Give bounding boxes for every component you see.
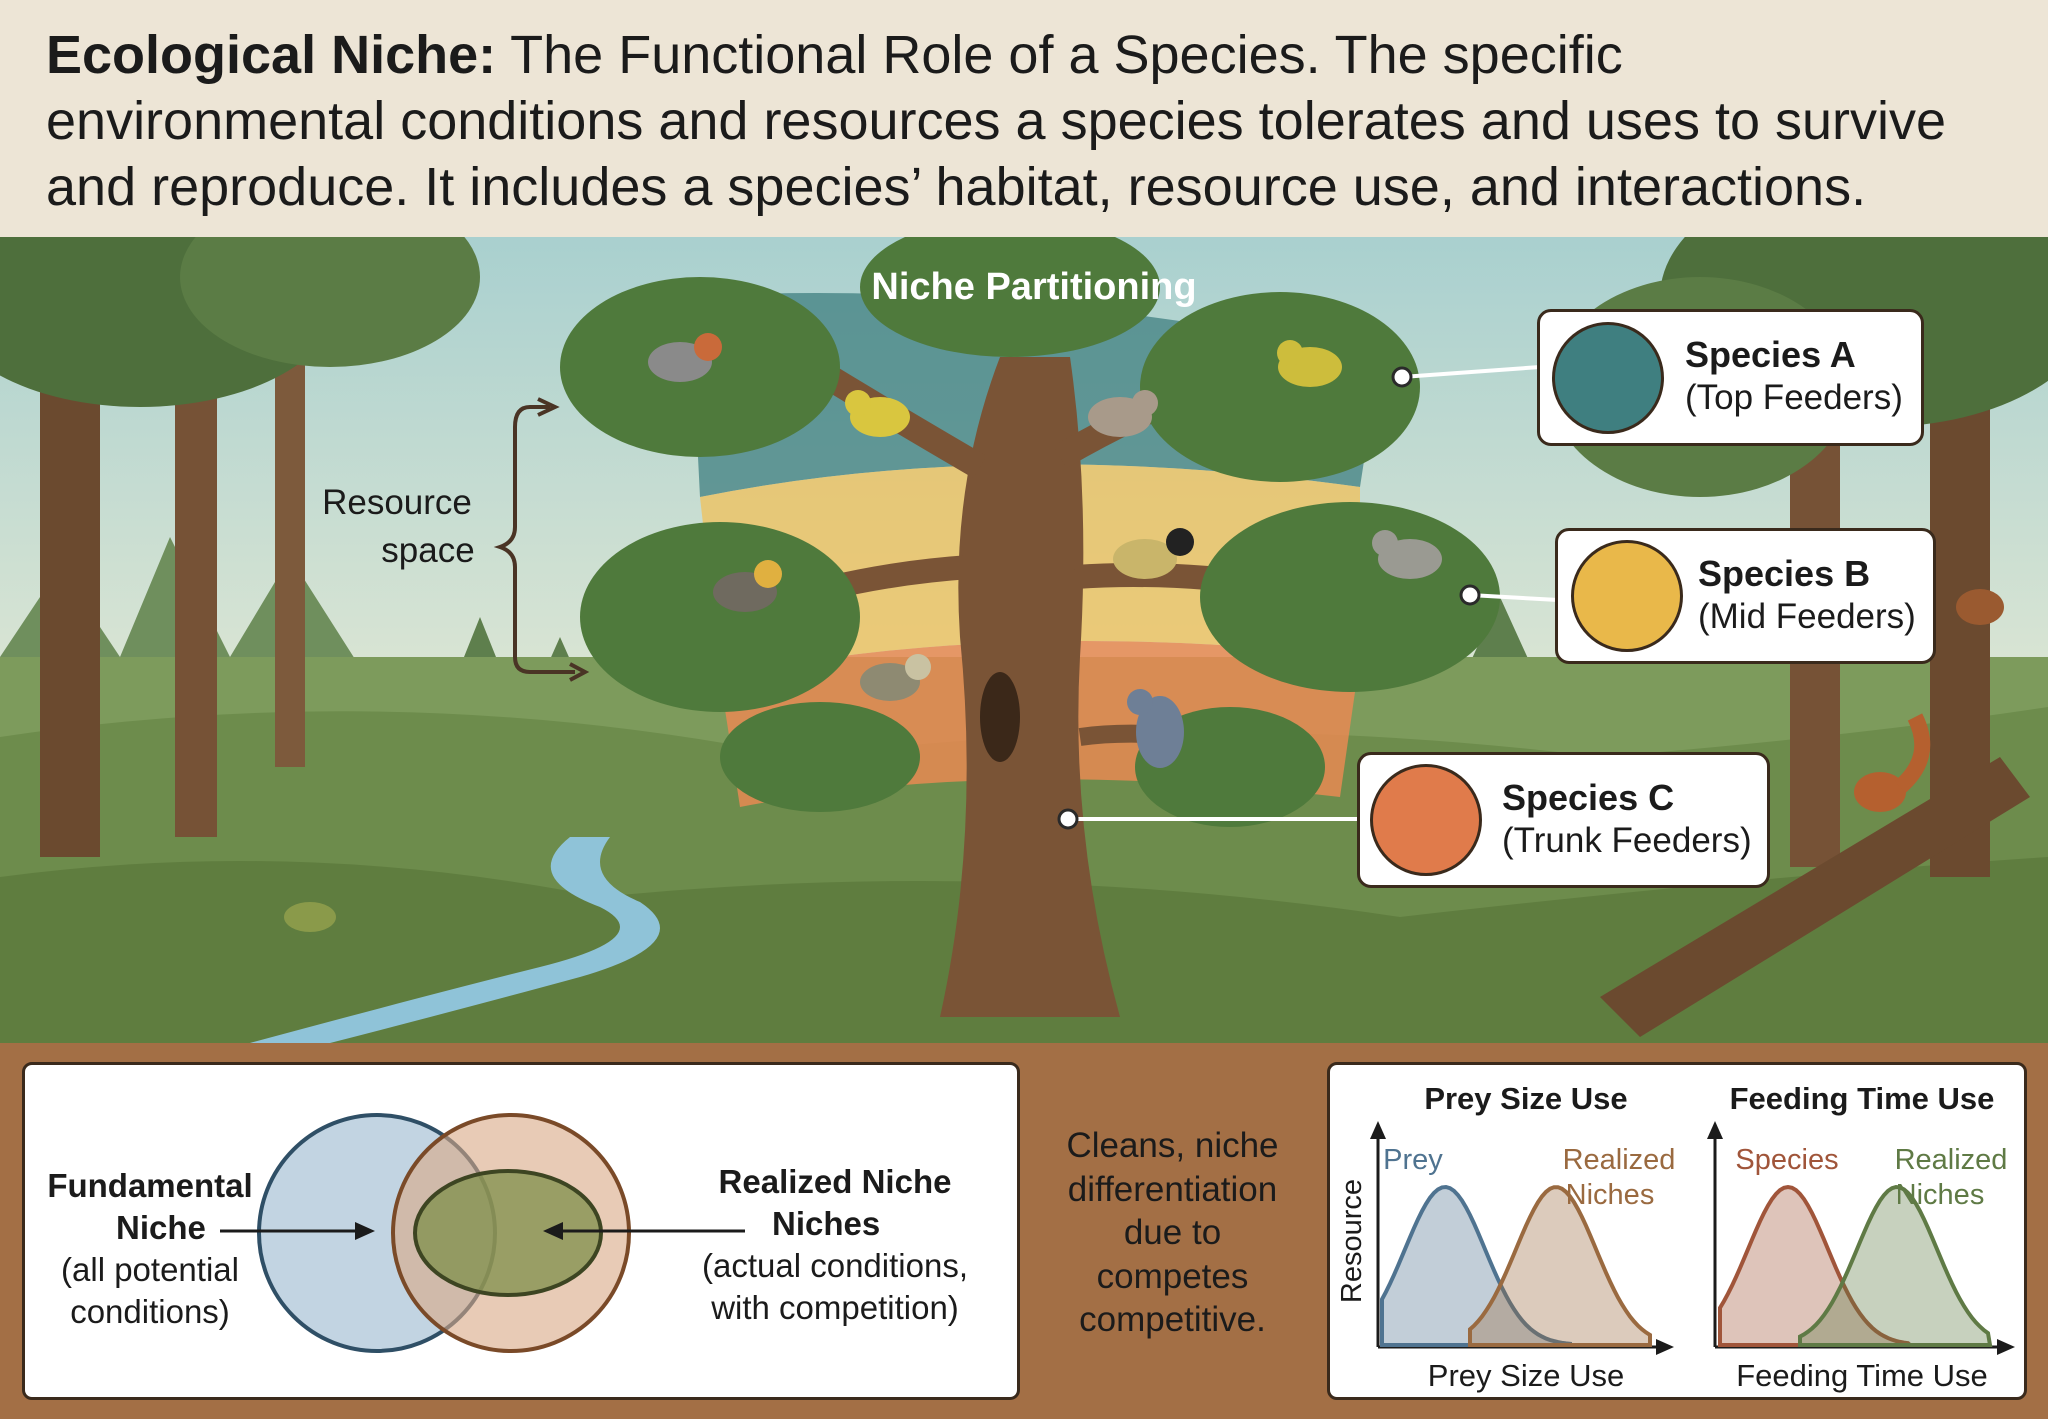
fallen-log bbox=[1600, 757, 2030, 1037]
realized-pointer-head bbox=[543, 1222, 563, 1240]
species-a-name: Species A bbox=[1685, 334, 1856, 375]
frog bbox=[284, 902, 336, 932]
niche-partitioning-title: Niche Partitioning bbox=[871, 266, 1196, 308]
resource-space-bracket bbox=[493, 405, 575, 674]
definition-line-3: and reproduce. It includes a species’ ha… bbox=[46, 157, 1867, 217]
resource-space-arrow-top bbox=[537, 397, 560, 417]
bird-top-3 bbox=[1088, 390, 1158, 437]
bird-low-2 bbox=[1127, 689, 1184, 768]
callout-species-b: Species B (Mid Feeders) bbox=[1555, 528, 1936, 664]
chart-2-title: Feeding Time Use bbox=[1730, 1081, 1995, 1116]
species-b-name: Species B bbox=[1698, 553, 1871, 594]
species-c-badge bbox=[1370, 764, 1482, 876]
species-a-role: (Top Feeders) bbox=[1685, 378, 1903, 417]
competition-note-line-1: Cleans, niche bbox=[1066, 1126, 1279, 1165]
bird-top-2 bbox=[845, 390, 910, 437]
fundamental-title-2: Niche bbox=[116, 1209, 206, 1246]
bird-top-1 bbox=[648, 333, 722, 382]
chart-1-legend-realized-2: Niches bbox=[1566, 1179, 1655, 1211]
competition-note-line-4: competes bbox=[1096, 1256, 1249, 1296]
realized-title-1: Realized Niche bbox=[718, 1163, 952, 1200]
bird-mid-1 bbox=[713, 560, 782, 612]
species-a-badge bbox=[1552, 322, 1664, 434]
chart-1-y-arrow bbox=[1370, 1121, 1386, 1139]
fundamental-note-2: conditions) bbox=[70, 1293, 230, 1330]
chart-1-legend-realized-1: Realized bbox=[1563, 1144, 1676, 1176]
competition-note-line-5: competitive. bbox=[1079, 1300, 1266, 1339]
chart-2-legend-species: Species bbox=[1735, 1144, 1838, 1176]
species-c-role: (Trunk Feeders) bbox=[1502, 821, 1752, 860]
definition-line-1: Ecological Niche: The Functional Role of… bbox=[46, 22, 2002, 88]
fundamental-niche-label: Fundamental Niche (all potential conditi… bbox=[25, 1165, 275, 1333]
realized-niche-core bbox=[413, 1169, 603, 1297]
chart-2-legend-realized-2: Niches bbox=[1896, 1179, 1985, 1211]
animals bbox=[284, 589, 2004, 932]
chart-2-y-arrow bbox=[1707, 1121, 1723, 1139]
chart-2-curve-species bbox=[1718, 1184, 1916, 1347]
chart-2-curves bbox=[1718, 1184, 1993, 1347]
competition-note: Cleans, niche differentiation due to com… bbox=[1030, 1124, 1315, 1342]
bird-low-1 bbox=[860, 654, 931, 701]
bird-mid-3 bbox=[1372, 530, 1442, 579]
chart-1-xlabel: Prey Size Use bbox=[1428, 1358, 1624, 1393]
resource-space-arrow-bottom bbox=[569, 662, 590, 682]
resource-space-label-2: space bbox=[381, 531, 474, 570]
header: Ecological Niche: The Functional Role of… bbox=[0, 0, 2048, 237]
fundamental-title-1: Fundamental bbox=[47, 1167, 253, 1204]
callout-leaders bbox=[1057, 365, 1559, 830]
chart-1-title: Prey Size Use bbox=[1424, 1081, 1627, 1116]
fundamental-note-1: (all potential bbox=[61, 1251, 239, 1288]
squirrel-2 bbox=[1956, 589, 2004, 625]
resource-space-label-1: Resource bbox=[322, 483, 472, 522]
charts-panel: Prey Size Use Resource Prey Size Use Pre… bbox=[1327, 1062, 2027, 1400]
competition-note-line-2: differentiation bbox=[1067, 1169, 1278, 1209]
squirrel bbox=[1854, 713, 1931, 812]
competition-note-line-3: due to bbox=[1123, 1213, 1222, 1252]
venn-panel: Fundamental Niche (all potential conditi… bbox=[22, 1062, 1020, 1400]
realized-niche-label: Realized Niche Niches (actual conditions… bbox=[665, 1161, 1005, 1329]
chart-1-x-arrow bbox=[1656, 1339, 1674, 1355]
birds bbox=[648, 333, 1442, 768]
callout-species-c: Species C (Trunk Feeders) bbox=[1357, 752, 1770, 888]
realized-note-2: with competition) bbox=[711, 1289, 959, 1326]
chart-2-curve-realized bbox=[1798, 1184, 1993, 1347]
realized-title-2: Niches bbox=[772, 1205, 881, 1242]
bird-mid-2 bbox=[1113, 528, 1194, 579]
definition-title-rest: The Functional Role of a Species. The sp… bbox=[496, 25, 1623, 85]
fundamental-pointer-head bbox=[355, 1222, 375, 1240]
bird-top-4 bbox=[1277, 340, 1342, 387]
chart-1-ylabel: Resource bbox=[1336, 1179, 1368, 1303]
callout-species-a: Species A (Top Feeders) bbox=[1537, 309, 1924, 446]
species-c-name: Species C bbox=[1502, 777, 1675, 818]
chart-1-curves bbox=[1380, 1184, 1652, 1347]
chart-1-curve-realized bbox=[1468, 1185, 1652, 1347]
left-trees bbox=[0, 237, 480, 857]
definition-line-2: environmental conditions and resources a… bbox=[46, 91, 1947, 151]
resource-use-charts: Prey Size Use Resource Prey Size Use Pre… bbox=[1336, 1081, 2015, 1393]
chart-2-xlabel: Feeding Time Use bbox=[1736, 1358, 1988, 1393]
stream bbox=[250, 837, 660, 1043]
chart-2-x-arrow bbox=[1997, 1339, 2015, 1355]
definition-term: Ecological Niche: bbox=[46, 25, 497, 85]
chart-1-curve-prey bbox=[1380, 1184, 1572, 1347]
chart-1-legend-prey: Prey bbox=[1383, 1144, 1443, 1176]
species-b-role: (Mid Feeders) bbox=[1698, 597, 1916, 636]
venn-diagram bbox=[220, 1113, 745, 1353]
species-b-badge bbox=[1571, 540, 1683, 652]
realized-note-1: (actual conditions, bbox=[702, 1247, 968, 1284]
chart-2-legend-realized-1: Realized bbox=[1895, 1144, 2008, 1176]
